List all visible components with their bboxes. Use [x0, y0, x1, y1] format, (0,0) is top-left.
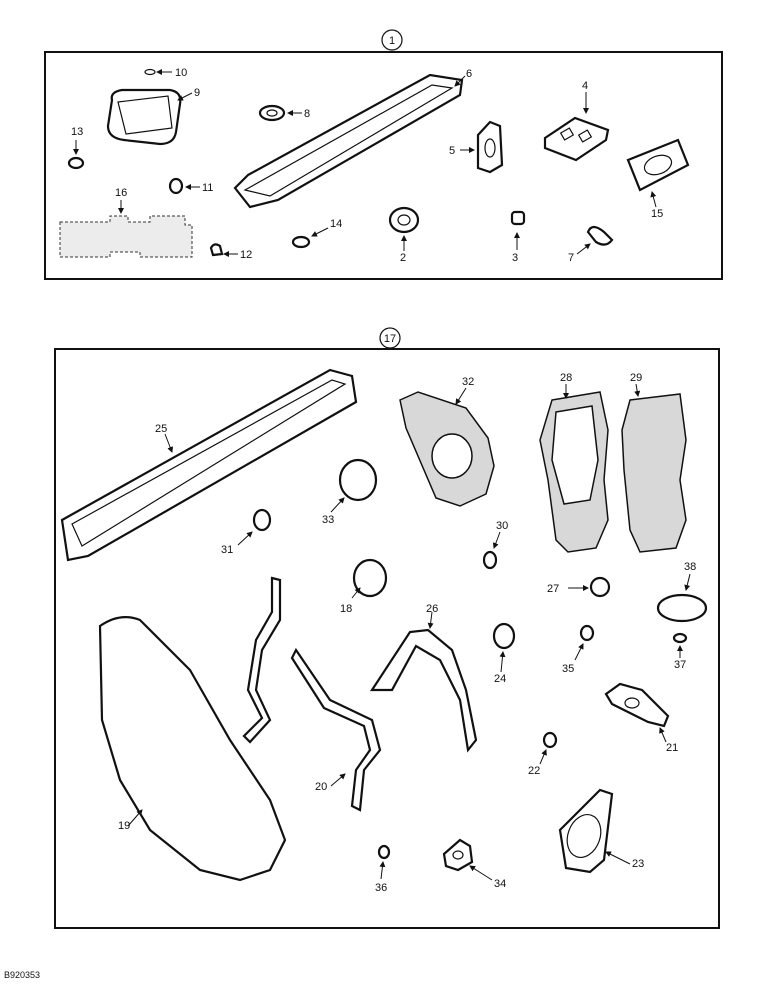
part-34-shape	[442, 838, 474, 872]
part-24-shape	[492, 622, 516, 650]
part-27-shape	[589, 576, 611, 598]
part-15-shape	[626, 138, 690, 192]
callout-5: 5	[449, 145, 455, 157]
callout-28: 28	[560, 372, 572, 384]
callout-38: 38	[684, 561, 696, 573]
callout-29: 29	[630, 372, 642, 384]
callout-30: 30	[496, 520, 508, 532]
part-12-shape	[209, 243, 224, 257]
kit-1-number: 1	[389, 35, 395, 47]
callout-21: 21	[666, 742, 678, 754]
callout-20: 20	[315, 781, 327, 793]
callout-4: 4	[582, 80, 588, 92]
drawing-code: B920353	[4, 970, 41, 980]
callout-12: 12	[240, 249, 252, 261]
callout-34: 34	[494, 878, 506, 890]
part-19-shape	[98, 615, 287, 882]
kit-1-panel	[44, 51, 723, 280]
part-13-shape	[67, 156, 85, 170]
callout-32: 32	[462, 376, 474, 388]
callout-36: 36	[375, 882, 387, 894]
callout-2: 2	[400, 252, 406, 264]
part-37-shape	[672, 632, 688, 644]
part-29-shape	[621, 393, 687, 553]
callout-35: 35	[562, 663, 574, 675]
part-38-shape	[656, 593, 708, 623]
part-36-shape	[377, 844, 391, 860]
part-4-shape	[543, 116, 610, 162]
part-10-shape	[144, 68, 156, 76]
callout-25: 25	[155, 423, 167, 435]
callout-9: 9	[194, 87, 200, 99]
part-20-shape	[242, 576, 382, 812]
part-21-shape	[604, 682, 670, 728]
part-16-shape	[59, 215, 193, 258]
callout-26: 26	[426, 603, 438, 615]
callout-13: 13	[71, 126, 83, 138]
part-33-shape	[338, 458, 378, 502]
callout-33: 33	[322, 514, 334, 526]
callout-15: 15	[651, 208, 663, 220]
kit-17-number: 17	[384, 333, 396, 345]
part-9-shape	[106, 88, 182, 146]
part-25-shape	[60, 368, 358, 562]
part-30-shape	[482, 550, 498, 570]
part-8-shape	[258, 104, 286, 122]
callout-37: 37	[674, 659, 686, 671]
callout-18: 18	[340, 603, 352, 615]
callout-27: 27	[547, 583, 559, 595]
kit-17-badge	[379, 327, 401, 349]
callout-19: 19	[118, 820, 130, 832]
part-14-shape	[291, 235, 311, 249]
callout-31: 31	[221, 544, 233, 556]
part-31-shape	[252, 508, 272, 532]
callout-3: 3	[512, 252, 518, 264]
callout-23: 23	[632, 858, 644, 870]
part-3-shape	[510, 210, 526, 226]
part-5-shape	[476, 120, 504, 174]
callout-24: 24	[494, 673, 506, 685]
callout-10: 10	[175, 67, 187, 79]
kit-1-badge	[381, 29, 403, 51]
callout-8: 8	[304, 108, 310, 120]
callout-16: 16	[115, 187, 127, 199]
part-6-shape	[233, 73, 464, 209]
callout-22: 22	[528, 765, 540, 777]
callout-14: 14	[330, 218, 342, 230]
part-18-shape	[352, 558, 388, 598]
part-26-shape	[369, 628, 478, 753]
callout-11: 11	[202, 182, 213, 194]
part-2-shape	[388, 206, 420, 234]
part-7-shape	[586, 225, 614, 246]
part-11-shape	[168, 177, 184, 195]
kit-17-panel	[54, 348, 720, 929]
callout-7: 7	[568, 252, 574, 264]
part-35-shape	[579, 624, 595, 642]
part-23-shape	[558, 788, 614, 874]
callout-6: 6	[466, 68, 472, 80]
part-22-shape	[542, 731, 558, 749]
